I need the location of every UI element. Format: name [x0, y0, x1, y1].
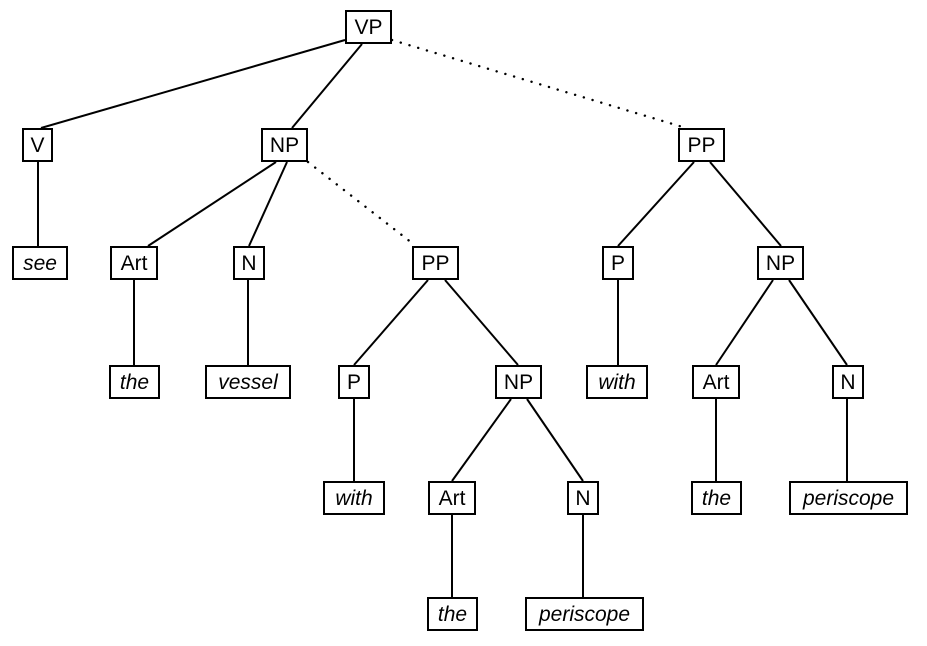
- tree-node-art1: Art: [110, 246, 158, 280]
- tree-node-pp_center: PP: [412, 246, 459, 280]
- tree-node-vessel: vessel: [205, 365, 291, 399]
- tree-edge-np_center-to-n_center: [526, 398, 584, 482]
- tree-node-v: V: [22, 128, 53, 162]
- tree-edge-np1-to-pp_center: [306, 160, 414, 245]
- tree-edge-vp-to-pp_right: [390, 38, 688, 130]
- tree-node-art_center: Art: [428, 481, 476, 515]
- tree-node-p_right: P: [602, 246, 634, 280]
- tree-node-n_right: N: [832, 365, 864, 399]
- tree-node-np_right: NP: [757, 246, 804, 280]
- tree-node-np1: NP: [261, 128, 308, 162]
- tree-edge-np_center-to-art_center: [451, 398, 512, 482]
- tree-node-see: see: [12, 246, 68, 280]
- tree-node-vp: VP: [345, 10, 392, 44]
- tree-edge-pp_right-to-np_right: [709, 161, 782, 247]
- tree-node-the_right: the: [691, 481, 742, 515]
- tree-node-per_center: periscope: [525, 597, 644, 631]
- tree-edge-pp_center-to-np_center: [444, 279, 519, 366]
- tree-edge-vp-to-v: [40, 39, 346, 129]
- tree-edge-pp_right-to-p_right: [617, 161, 695, 247]
- tree-edge-np1-to-n1: [248, 161, 288, 247]
- tree-edge-pp_center-to-p_center: [353, 279, 429, 366]
- tree-edge-np_right-to-art_right: [715, 279, 774, 366]
- tree-node-np_center: NP: [495, 365, 542, 399]
- tree-node-p_center: P: [338, 365, 370, 399]
- tree-node-the_center: the: [427, 597, 478, 631]
- tree-edge-np_right-to-n_right: [788, 279, 848, 366]
- tree-node-n1: N: [233, 246, 265, 280]
- tree-node-n_center: N: [567, 481, 599, 515]
- tree-node-per_right: periscope: [789, 481, 908, 515]
- tree-edge-np1-to-art1: [147, 161, 277, 247]
- tree-node-art_right: Art: [692, 365, 740, 399]
- tree-edge-vp-to-np1: [291, 43, 363, 129]
- tree-node-with_center: with: [323, 481, 385, 515]
- tree-node-pp_right: PP: [678, 128, 725, 162]
- tree-node-with_right: with: [586, 365, 648, 399]
- tree-node-the1: the: [109, 365, 160, 399]
